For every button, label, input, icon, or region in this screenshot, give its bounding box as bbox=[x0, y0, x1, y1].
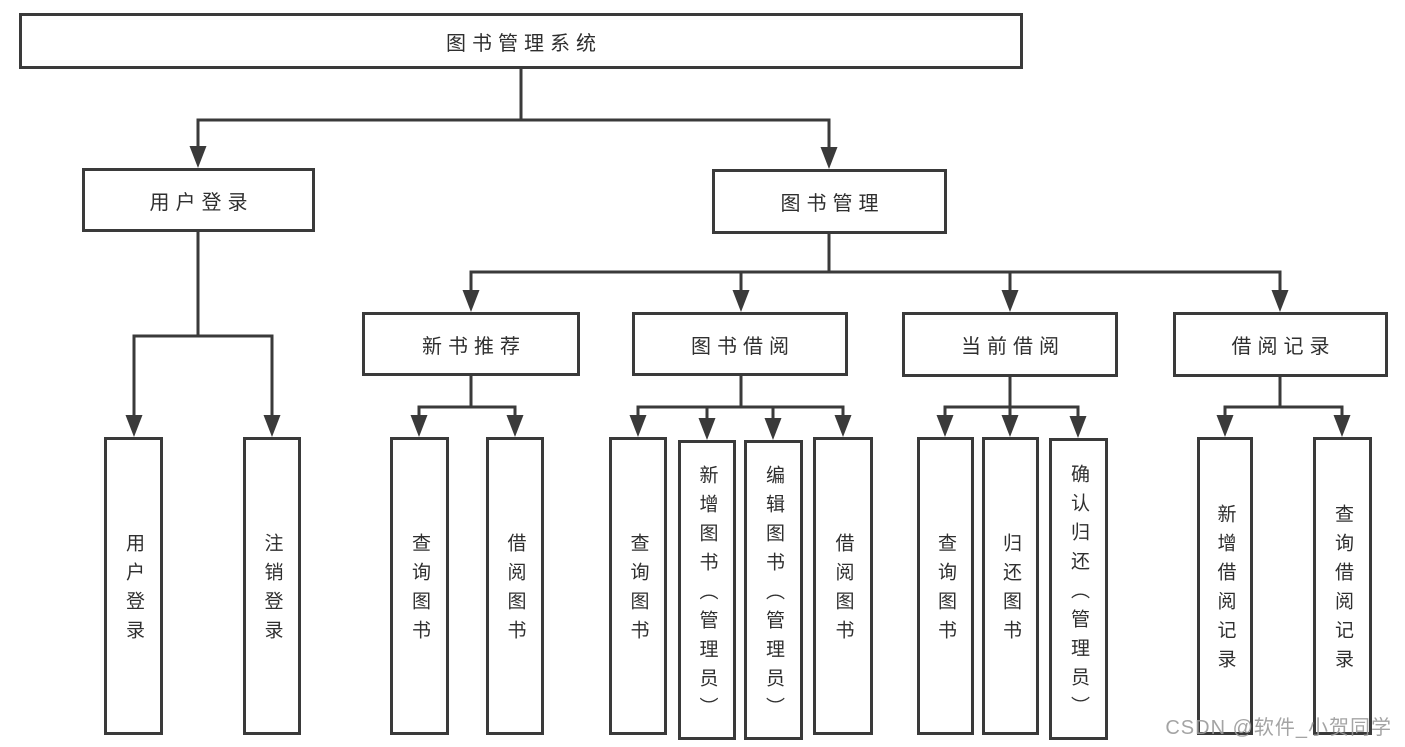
arrow-icon bbox=[629, 415, 647, 437]
node-current-borrowing: 当前借阅 bbox=[902, 312, 1118, 377]
leaf-add-book-admin: 新增图书（管理员） bbox=[678, 440, 736, 740]
leaf-return-book: 归还图书 bbox=[982, 437, 1039, 735]
arrow-icon bbox=[764, 418, 782, 440]
leaf-borrow-books-newrec: 借阅图书 bbox=[486, 437, 544, 735]
arrow-icon bbox=[462, 290, 480, 312]
node-borrow-records: 借阅记录 bbox=[1173, 312, 1388, 377]
arrow-icon bbox=[1216, 415, 1234, 437]
node-book-management: 图书管理 bbox=[712, 169, 947, 234]
arrow-icon bbox=[1069, 416, 1087, 438]
arrow-icon bbox=[125, 415, 143, 437]
arrow-icon bbox=[698, 418, 716, 440]
node-root: 图书管理系统 bbox=[19, 13, 1023, 69]
leaf-edit-book-admin: 编辑图书（管理员） bbox=[744, 440, 803, 740]
arrow-icon bbox=[936, 415, 954, 437]
leaf-user-login: 用户登录 bbox=[104, 437, 163, 735]
leaf-confirm-return-admin: 确认归还（管理员） bbox=[1049, 438, 1108, 740]
leaf-query-books-borrow: 查询图书 bbox=[609, 437, 667, 735]
leaf-query-books-newrec: 查询图书 bbox=[390, 437, 449, 735]
arrow-icon bbox=[189, 146, 207, 168]
arrow-icon bbox=[1333, 415, 1351, 437]
leaf-add-borrow-record: 新增借阅记录 bbox=[1197, 437, 1253, 735]
leaf-query-books-current: 查询图书 bbox=[917, 437, 974, 735]
node-user-login: 用户登录 bbox=[82, 168, 315, 232]
arrow-icon bbox=[820, 147, 838, 169]
arrow-icon bbox=[834, 415, 852, 437]
node-book-borrowing: 图书借阅 bbox=[632, 312, 848, 376]
leaf-logout: 注销登录 bbox=[243, 437, 301, 735]
arrow-icon bbox=[1001, 415, 1019, 437]
arrow-icon bbox=[732, 290, 750, 312]
node-new-book-recommend: 新书推荐 bbox=[362, 312, 580, 376]
arrow-icon bbox=[410, 415, 428, 437]
csdn-watermark: CSDN @软件_小贺同学 bbox=[1165, 717, 1392, 739]
leaf-query-borrow-record: 查询借阅记录 bbox=[1313, 437, 1372, 735]
leaf-borrow-books-borrow: 借阅图书 bbox=[813, 437, 873, 735]
arrow-icon bbox=[263, 415, 281, 437]
arrow-icon bbox=[1271, 290, 1289, 312]
arrow-icon bbox=[506, 415, 524, 437]
arrow-icon bbox=[1001, 290, 1019, 312]
